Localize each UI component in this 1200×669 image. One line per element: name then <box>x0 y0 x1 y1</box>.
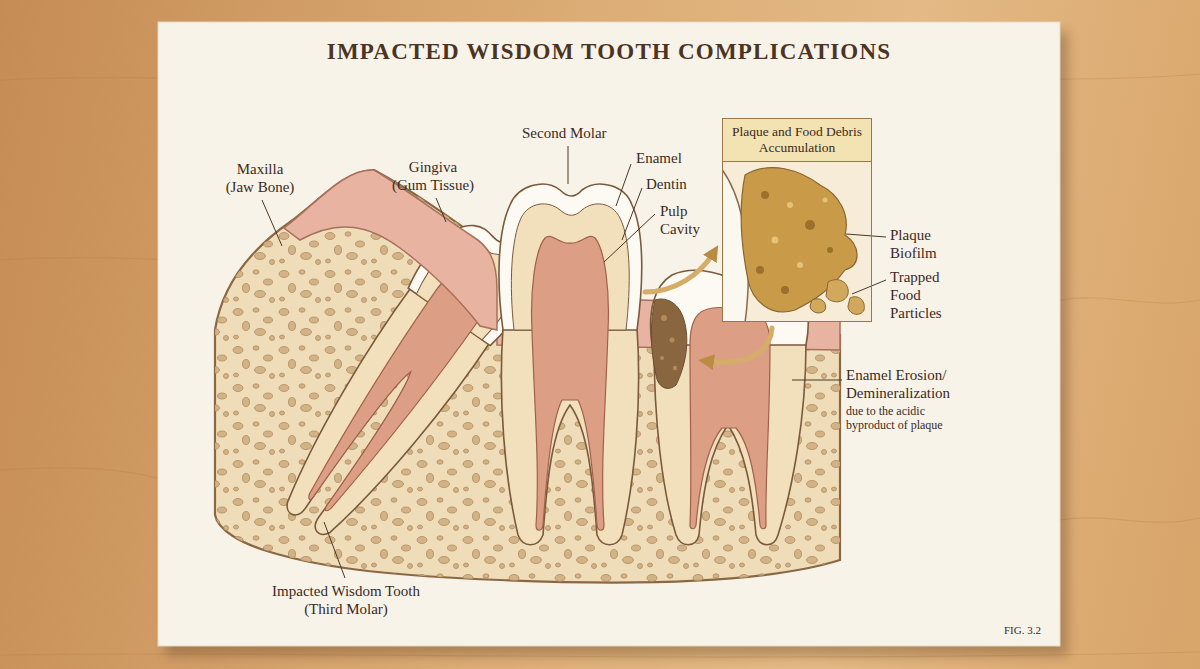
curved-arrow <box>706 328 772 362</box>
plaque-biofilm <box>741 168 857 312</box>
part-label: Plaque Biofilm <box>890 226 952 262</box>
paper-card <box>158 22 1060 646</box>
part-label: Gingiva (Gum Tissue) <box>390 158 476 194</box>
neighbor-pulp <box>690 307 770 528</box>
curved-arrow <box>645 252 714 292</box>
part-label: Trapped Food Particles <box>890 268 954 322</box>
part-label: Dentin <box>646 175 687 193</box>
part-label: Maxilla (Jaw Bone) <box>222 160 298 196</box>
box-heading: Plaque and Food Debris Accumulation <box>723 119 871 162</box>
molar-pulp <box>532 236 609 530</box>
note-text: due to the acidic byproduct of plaque <box>846 404 958 433</box>
plaque-speckles <box>756 191 833 294</box>
part-label: Pulp Cavity <box>660 202 712 238</box>
figure-number: FIG. 3.2 <box>1004 624 1041 637</box>
erosion-spots <box>660 315 677 370</box>
gingiva <box>284 170 497 330</box>
leader-lines <box>262 146 886 578</box>
part-label: Enamel Erosion/ Demineralization <box>846 366 964 402</box>
enamel-erosion <box>651 299 686 388</box>
part-label: Second Molar <box>522 124 607 142</box>
second-molar <box>499 184 642 545</box>
figure-title: IMPACTED WISDOM TOOTH COMPLICATIONS <box>158 38 1060 66</box>
part-label: Enamel <box>636 149 682 167</box>
callout-arrows <box>645 252 772 362</box>
inset-box: Plaque and Food Debris Accumulation <box>722 118 872 322</box>
inset-illustration <box>700 118 872 330</box>
food-particles <box>810 280 864 315</box>
part-label: Impacted Wisdom Tooth (Third Molar) <box>262 582 430 618</box>
